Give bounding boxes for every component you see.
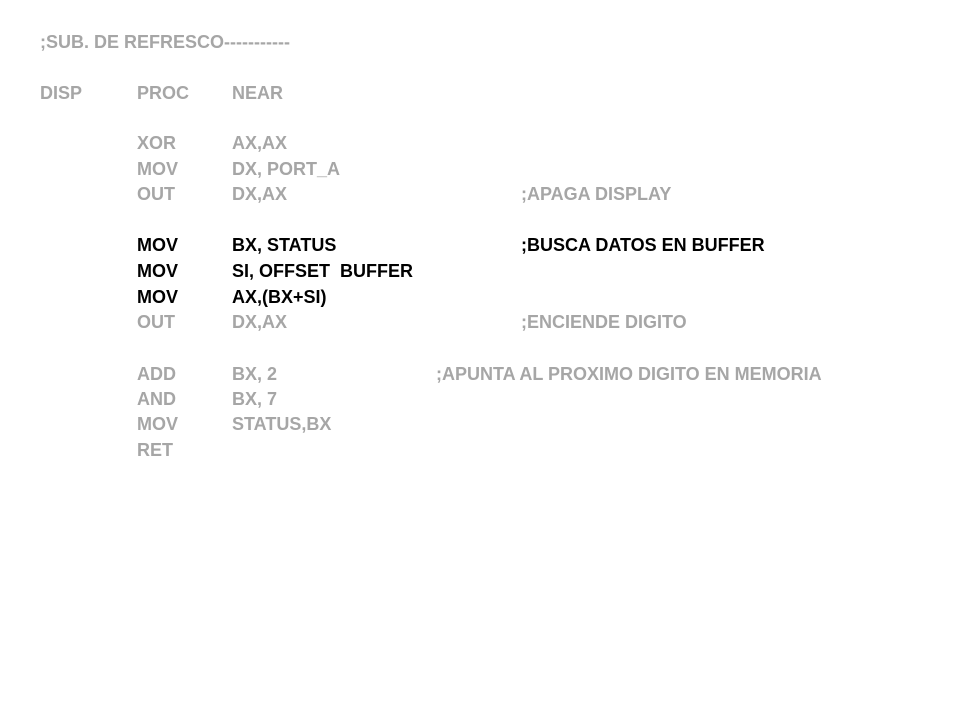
code-line: XOR AX,AX [40,132,287,154]
code-comment: ;APUNTA AL PROXIMO DIGITO EN MEMORIA [436,364,822,384]
code-operands: AX,(BX+SI) [232,287,327,307]
code-operands: DX, PORT_A [232,159,341,179]
code-operands: BX, STATUS [232,235,337,255]
code-operands: NEAR [232,83,284,103]
code-comment: ;ENCIENDE DIGITO [521,312,687,332]
code-line-title: ;SUB. DE REFRESCO----------- [40,31,290,53]
code-line-highlighted: MOV AX,(BX+SI) [40,286,327,308]
code-opcode: MOV [137,261,179,281]
code-opcode: PROC [137,83,190,103]
code-line: MOV STATUS,BX [40,413,331,435]
code-opcode: XOR [137,133,177,153]
code-line: OUT DX,AX ;ENCIENDE DIGITO [40,311,687,333]
code-operands: DX,AX [232,184,288,204]
code-opcode: OUT [137,184,175,204]
code-line: RET [40,439,173,461]
code-line-highlighted: MOV BX, STATUS ;BUSCA DATOS EN BUFFER [40,234,765,256]
code-opcode: MOV [137,287,179,307]
code-opcode: MOV [137,414,179,434]
subroutine-title: ;SUB. DE REFRESCO----------- [40,32,290,52]
code-label: DISP [40,83,83,103]
code-comment: ;BUSCA DATOS EN BUFFER [521,235,765,255]
code-opcode: MOV [137,235,179,255]
code-operands: BX, 2 [232,364,278,384]
code-comment: ;APAGA DISPLAY [521,184,672,204]
code-line-proc: DISP PROC NEAR [40,82,283,104]
code-operands: DX,AX [232,312,288,332]
code-operands: AX,AX [232,133,288,153]
code-line: ADD BX, 2 ;APUNTA AL PROXIMO DIGITO EN M… [40,363,822,385]
code-operands: SI, OFFSET BUFFER [232,261,414,281]
code-line-highlighted: MOV SI, OFFSET BUFFER [40,260,413,282]
code-line: MOV DX, PORT_A [40,158,340,180]
code-operands: STATUS,BX [232,414,332,434]
code-opcode: ADD [137,364,176,384]
code-opcode: AND [137,389,176,409]
code-opcode: MOV [137,159,179,179]
code-line: OUT DX,AX ;APAGA DISPLAY [40,183,671,205]
code-opcode: OUT [137,312,175,332]
code-operands: BX, 7 [232,389,278,409]
code-line: AND BX, 7 [40,388,277,410]
code-opcode: RET [137,440,173,460]
